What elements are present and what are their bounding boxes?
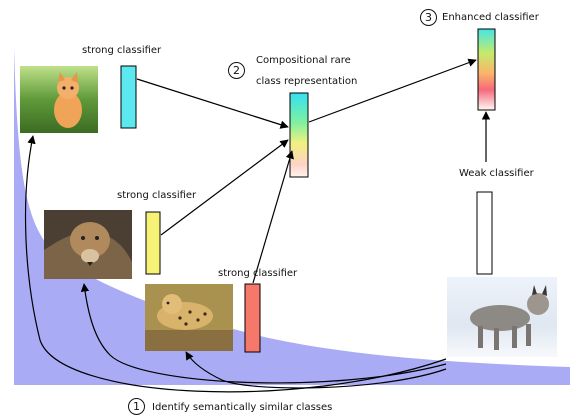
arrow-composition-to-enhanced xyxy=(308,58,477,123)
enhanced-classifier-label: Enhanced classifier xyxy=(442,12,539,23)
arrow-lion-to-composition xyxy=(160,139,289,236)
lion-classifier-bar xyxy=(145,211,161,275)
strong-classifier-label-low: strong classifier xyxy=(218,268,298,279)
compositional-label-line2: class representation xyxy=(256,76,358,87)
kitten-classifier-bar xyxy=(120,65,137,129)
step-2-marker: 2 xyxy=(228,62,245,79)
weak-classifier-label: Weak classifier xyxy=(459,168,534,179)
arrow-kitten-to-composition xyxy=(136,78,289,129)
step-1-marker: 1 xyxy=(128,398,145,415)
weak-classifier-bar xyxy=(476,191,493,275)
kitten-photo xyxy=(20,66,98,133)
lion-photo xyxy=(44,210,132,279)
curve-lynx-to-cheetah xyxy=(185,351,447,389)
arrow-cheetah-to-composition xyxy=(252,150,294,284)
identify-classes-label: Identify semantically similar classes xyxy=(152,402,333,413)
curve-lynx-to-kitten xyxy=(24,135,447,393)
strong-classifier-label-mid: strong classifier xyxy=(117,190,197,201)
enhanced-classifier-bar xyxy=(477,28,496,111)
compositional-label-line1: Compositional rare xyxy=(256,55,351,66)
lynx-photo xyxy=(447,277,557,357)
strong-classifier-label-top: strong classifier xyxy=(82,45,162,56)
curve-lynx-to-lion xyxy=(80,283,447,384)
compositional-bar xyxy=(289,92,309,178)
long-tail-distribution xyxy=(14,48,570,385)
cheetah-photo xyxy=(145,284,233,351)
step-3-marker: 3 xyxy=(420,9,437,26)
cheetah-classifier-bar xyxy=(244,283,261,353)
